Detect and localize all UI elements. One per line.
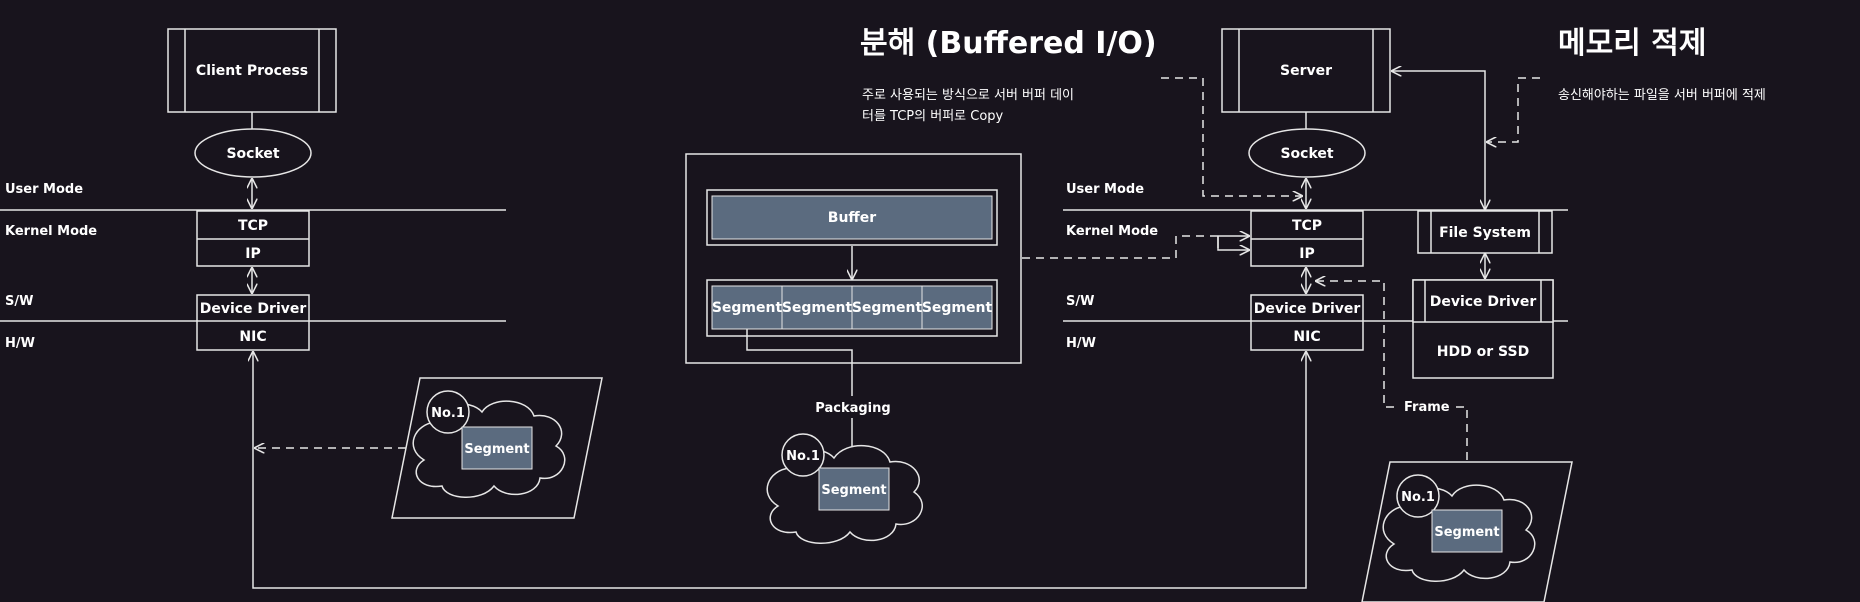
buffered-io-note-line1: 주로 사용되는 방식으로 서버 버퍼 데이 (862, 88, 1074, 103)
server-kernel-mode-label: Kernel Mode (1066, 224, 1158, 239)
buffered-io-title: 분해 (Buffered I/O) (860, 26, 1157, 61)
server-tcp-ip: TCP IP (1250, 210, 1364, 267)
buffered-io-dash-arrow (1161, 77, 1302, 196)
client-driver-nic: Device Driver NIC (196, 294, 310, 351)
hw-label: H/W (5, 336, 35, 351)
svg-text:TCP: TCP (1292, 218, 1322, 234)
svg-text:Server: Server (1280, 63, 1332, 79)
packaging-connector (746, 329, 853, 398)
frame-label-bg (1397, 396, 1455, 416)
segment-cell: Segment (711, 285, 783, 330)
kernel-mode-label: Kernel Mode (5, 224, 97, 239)
server-sw-label: S/W (1066, 294, 1094, 309)
segment-cell: Segment (851, 285, 923, 330)
client-socket: Socket (194, 128, 312, 178)
buffer-to-ip-arrow (1217, 236, 1249, 250)
svg-text:NIC: NIC (1293, 329, 1320, 345)
frame-dash-arrow (1316, 281, 1468, 460)
svg-text:Segment: Segment (922, 300, 993, 316)
svg-text:Segment: Segment (782, 300, 853, 316)
svg-text:File System: File System (1439, 225, 1531, 241)
right-packet: No.1 Segment (1361, 461, 1573, 602)
server-process: Server (1221, 28, 1391, 113)
fs-server-arrow (1392, 71, 1485, 209)
svg-text:TCP: TCP (238, 218, 268, 234)
user-mode-label: User Mode (5, 182, 83, 197)
segment-list: Segment Segment Segment Segment (706, 279, 998, 337)
svg-text:Device Driver: Device Driver (1254, 301, 1361, 317)
server-hw-label: H/W (1066, 336, 1096, 351)
packaging-label: Packaging (815, 401, 890, 416)
sw-label: S/W (5, 294, 33, 309)
server-driver-nic: Device Driver NIC (1250, 294, 1364, 351)
left-packet-segment: Segment (464, 442, 529, 457)
file-system: File System (1417, 210, 1553, 254)
left-packet: No.1 Segment (391, 377, 603, 519)
packaging-label-bg (812, 396, 896, 416)
svg-text:Client Process: Client Process (196, 63, 308, 79)
frame-label: Frame (1404, 400, 1450, 415)
center-packet: No.1 Segment (766, 433, 923, 544)
storage-device: Device Driver HDD or SSD (1412, 279, 1554, 379)
network-route-arrow (253, 352, 1306, 589)
svg-text:Socket: Socket (226, 146, 279, 162)
memory-load-title: 메모리 적제 (1558, 26, 1706, 61)
svg-text:Device Driver: Device Driver (1430, 294, 1537, 310)
memory-load-note: 송신해야하는 파일을 서버 버퍼에 적제 (1558, 88, 1766, 103)
segment-cell: Segment (781, 285, 853, 330)
svg-text:Socket: Socket (1280, 146, 1333, 162)
svg-text:Segment: Segment (712, 300, 783, 316)
svg-text:Buffer: Buffer (828, 210, 876, 226)
right-packet-segment: Segment (1434, 525, 1499, 540)
buffer-to-server-dash (1022, 235, 1218, 259)
svg-text:IP: IP (1299, 246, 1314, 262)
buffered-io-note-line2: 터를 TCP의 버퍼로 Copy (862, 109, 1004, 124)
center-packet-number: No.1 (786, 449, 820, 464)
memory-load-dash-arrow (1487, 77, 1540, 142)
svg-text:HDD or SSD: HDD or SSD (1437, 344, 1529, 360)
svg-text:NIC: NIC (239, 329, 266, 345)
right-packet-number: No.1 (1401, 490, 1435, 505)
svg-text:Segment: Segment (852, 300, 923, 316)
server-socket: Socket (1248, 128, 1366, 178)
left-packet-number: No.1 (431, 406, 465, 421)
center-packet-segment: Segment (821, 483, 886, 498)
client-tcp-ip: TCP IP (196, 210, 310, 267)
buffer-box: Buffer (706, 189, 998, 246)
svg-text:IP: IP (245, 246, 260, 262)
server-user-mode-label: User Mode (1066, 182, 1144, 197)
segment-cell: Segment (921, 285, 993, 330)
client-process: Client Process (167, 28, 337, 113)
svg-text:Device Driver: Device Driver (200, 301, 307, 317)
